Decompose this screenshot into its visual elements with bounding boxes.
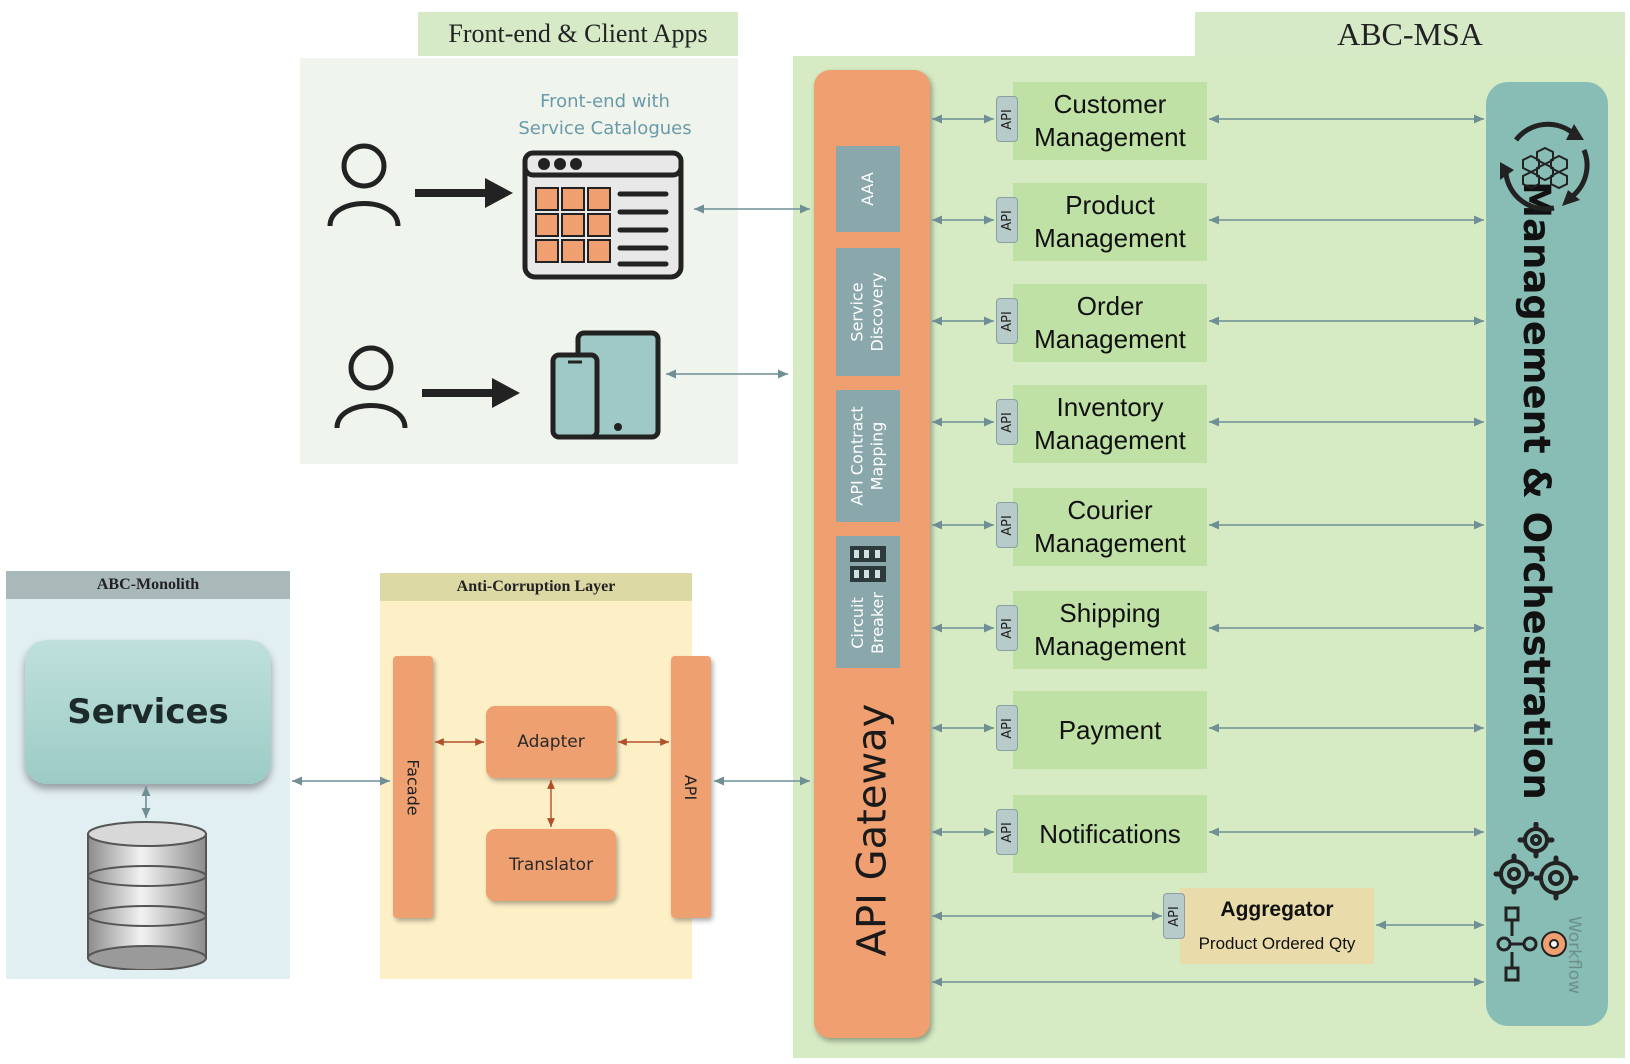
- api-gateway-label: API Gateway: [849, 703, 896, 957]
- api-tag: API: [1163, 893, 1185, 939]
- acl-api-bar: API: [671, 656, 711, 918]
- workflow-icon: [1496, 906, 1567, 982]
- frontend-title: Front-end & Client Apps: [418, 12, 738, 56]
- api-tag: API: [996, 809, 1018, 855]
- right-arrow-icon: [422, 378, 520, 408]
- user-icon: [327, 143, 401, 227]
- translator-box: Translator: [486, 829, 616, 901]
- acl-api-label: API: [681, 774, 701, 800]
- frontend-caption: Front-end with Service Catalogues: [500, 88, 710, 142]
- api-tag: API: [996, 705, 1018, 751]
- user-icon: [334, 345, 408, 429]
- monolith-title: ABC-Monolith: [6, 571, 290, 599]
- orchestration-column: [1486, 82, 1608, 1026]
- service-payment: Payment: [1013, 691, 1207, 769]
- service-notifications: Notifications: [1013, 795, 1207, 873]
- facade-label: Facade: [403, 758, 423, 816]
- database-icon: [87, 821, 207, 970]
- frontend-caption-line1: Front-end with: [540, 91, 670, 112]
- api-tag: API: [996, 399, 1018, 445]
- right-arrow-icon: [415, 178, 513, 208]
- api-tag: API: [996, 605, 1018, 651]
- adapter-box: Adapter: [486, 706, 616, 778]
- msa-title: ABC-MSA: [1195, 12, 1625, 56]
- facade-bar: Facade: [393, 656, 433, 918]
- aggregator-box: Aggregator Product Ordered Qty: [1180, 888, 1374, 964]
- monolith-services-box: Services: [25, 640, 271, 784]
- api-tag: API: [996, 298, 1018, 344]
- circuit-breaker-icon: [850, 546, 886, 582]
- orchestration-label: Management & Orchestration: [1514, 180, 1558, 800]
- gears-icon: [1493, 822, 1579, 901]
- acl-title: Anti-Corruption Layer: [380, 573, 692, 601]
- mobile-devices-icon: [550, 330, 661, 440]
- api-tag: API: [996, 502, 1018, 548]
- api-tag: API: [996, 96, 1018, 142]
- frontend-caption-line2: Service Catalogues: [518, 118, 692, 139]
- workflow-label: Workflow: [1564, 915, 1584, 995]
- aggregator-subtitle: Product Ordered Qty: [1198, 934, 1356, 953]
- gateway-segment-aaa: AAA: [836, 146, 900, 232]
- orchestration-cycle-icon: [1500, 121, 1590, 212]
- api-tag: API: [996, 197, 1018, 243]
- catalogue-window-icon: [522, 150, 684, 280]
- aggregator-name: Aggregator: [1220, 898, 1334, 921]
